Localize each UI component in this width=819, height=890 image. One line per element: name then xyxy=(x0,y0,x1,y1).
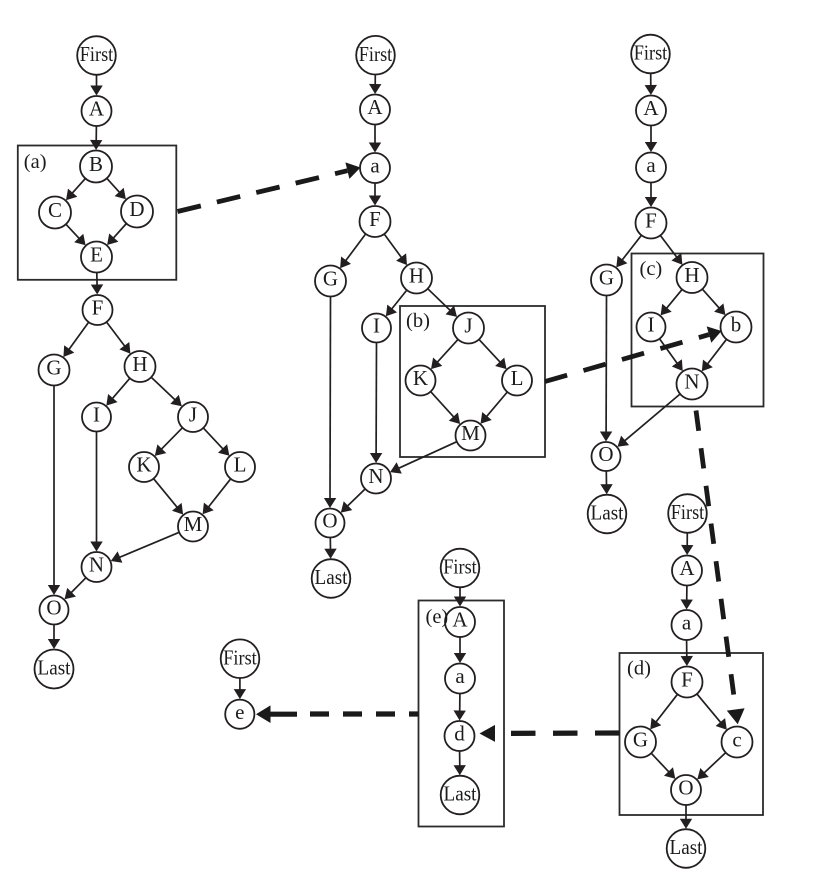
svg-text:M: M xyxy=(461,421,480,445)
svg-text:C: C xyxy=(48,198,62,222)
svg-text:(e): (e) xyxy=(426,606,449,628)
svg-text:O: O xyxy=(46,596,61,620)
svg-text:D: D xyxy=(129,197,144,221)
svg-text:c: c xyxy=(732,728,741,752)
svg-text:a: a xyxy=(682,611,692,635)
svg-text:F: F xyxy=(369,207,381,231)
svg-text:H: H xyxy=(684,263,699,287)
svg-text:F: F xyxy=(92,296,104,320)
svg-text:e: e xyxy=(235,700,244,724)
svg-text:N: N xyxy=(368,464,383,488)
svg-text:A: A xyxy=(367,95,383,119)
svg-text:G: G xyxy=(599,266,614,290)
svg-text:(d): (d) xyxy=(627,658,651,680)
svg-text:I: I xyxy=(648,313,655,337)
svg-text:L: L xyxy=(234,453,247,477)
svg-text:J: J xyxy=(189,403,197,427)
svg-text:A: A xyxy=(643,96,659,120)
svg-text:I: I xyxy=(93,403,100,427)
svg-text:A: A xyxy=(452,608,468,632)
svg-text:Last: Last xyxy=(591,501,624,525)
svg-text:G: G xyxy=(323,267,338,291)
svg-text:Last: Last xyxy=(670,835,703,859)
svg-text:First: First xyxy=(443,555,477,579)
svg-text:a: a xyxy=(370,154,380,178)
svg-text:Last: Last xyxy=(444,782,477,806)
svg-text:A: A xyxy=(679,556,695,580)
svg-text:First: First xyxy=(223,645,257,669)
svg-text:First: First xyxy=(359,42,393,66)
svg-text:N: N xyxy=(684,370,699,394)
svg-text:O: O xyxy=(678,776,693,800)
svg-text:(b): (b) xyxy=(406,310,430,332)
svg-text:J: J xyxy=(464,314,472,338)
svg-text:A: A xyxy=(89,97,105,121)
svg-text:G: G xyxy=(633,728,648,752)
svg-text:(c): (c) xyxy=(640,258,663,280)
svg-text:a: a xyxy=(455,664,465,688)
svg-text:N: N xyxy=(89,553,104,577)
svg-text:First: First xyxy=(671,500,705,524)
svg-text:B: B xyxy=(89,152,103,176)
svg-text:First: First xyxy=(634,41,668,65)
svg-text:F: F xyxy=(681,668,693,692)
svg-text:Last: Last xyxy=(315,565,348,589)
svg-text:G: G xyxy=(46,356,61,380)
svg-text:d: d xyxy=(454,722,465,746)
svg-text:b: b xyxy=(731,313,742,337)
svg-text:O: O xyxy=(598,442,613,466)
svg-text:I: I xyxy=(373,314,380,338)
svg-text:H: H xyxy=(409,264,424,288)
svg-text:O: O xyxy=(322,509,337,533)
svg-text:H: H xyxy=(132,352,147,376)
svg-text:M: M xyxy=(184,512,203,536)
svg-text:First: First xyxy=(80,42,114,66)
svg-text:Last: Last xyxy=(38,656,71,680)
svg-text:F: F xyxy=(645,209,657,233)
svg-text:L: L xyxy=(511,366,524,390)
svg-text:K: K xyxy=(136,453,151,477)
svg-text:a: a xyxy=(646,153,656,177)
svg-text:(a): (a) xyxy=(24,151,47,173)
svg-text:K: K xyxy=(413,366,428,390)
svg-text:E: E xyxy=(90,243,103,267)
